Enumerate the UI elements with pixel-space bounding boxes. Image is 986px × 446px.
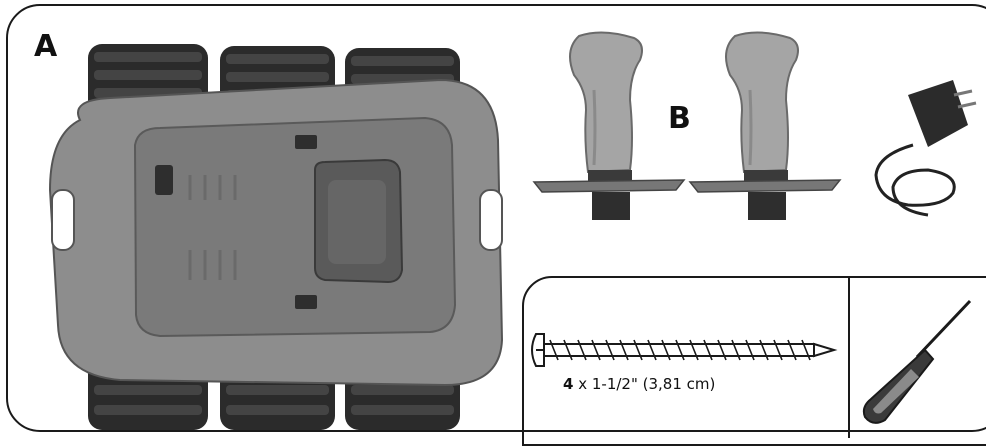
screw-quantity: 4 bbox=[563, 375, 574, 393]
parts-frame bbox=[6, 4, 986, 432]
screw-size: x 1-1/2" (3,81 cm) bbox=[578, 375, 716, 393]
joystick-icon bbox=[688, 31, 842, 220]
screw-icon bbox=[531, 333, 838, 367]
part-a-label: A bbox=[34, 29, 58, 64]
inset-divider bbox=[848, 276, 850, 438]
part-b-label: B bbox=[668, 101, 691, 136]
charger-icon bbox=[874, 80, 977, 217]
vehicle-body-image bbox=[48, 44, 504, 430]
screw-caption: 4 x 1-1/2" (3,81 cm) bbox=[563, 375, 715, 393]
screwdriver-icon bbox=[862, 299, 972, 424]
joystick-icon bbox=[532, 31, 686, 220]
